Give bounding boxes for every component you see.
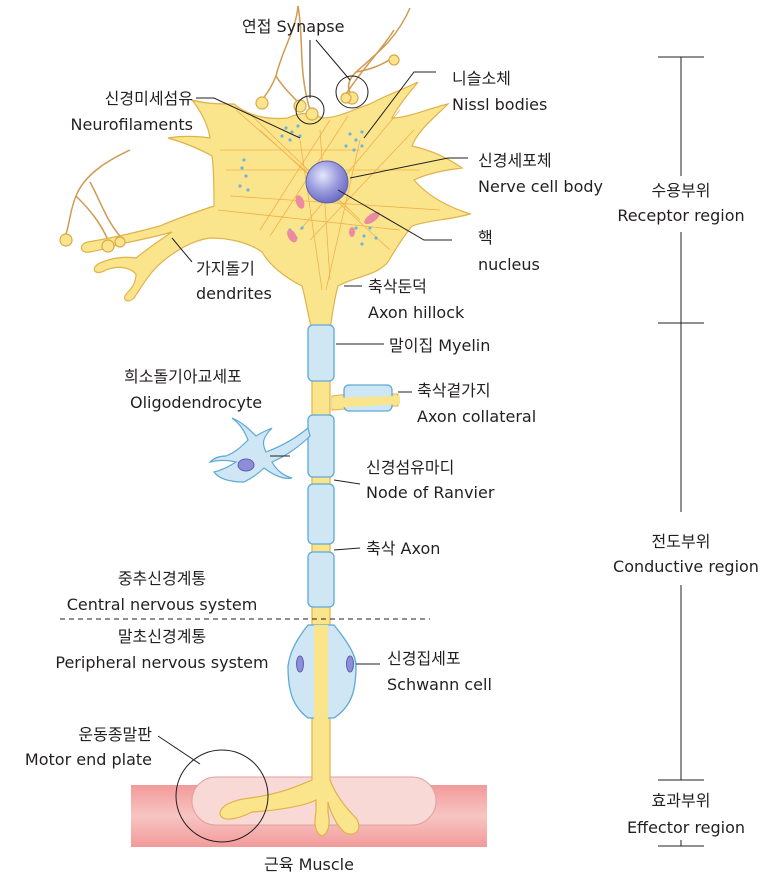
schwann-sheath [287, 624, 357, 725]
label-nucleus-ko: 핵 [478, 228, 493, 247]
label-ranvier-ko: 신경섬유마디 [366, 458, 454, 477]
region-conductive-ko: 전도부위 [652, 532, 711, 551]
oligodendrocyte [208, 417, 311, 483]
region-receptor-en: Receptor region [617, 206, 744, 225]
label-cell-body-ko: 신경세포체 [478, 151, 552, 170]
label-schwann-ko: 신경집세포 [387, 649, 461, 668]
label-pns-en: Peripheral nervous system [55, 653, 268, 672]
label-oligo-ko: 희소돌기아교세포 [124, 367, 242, 386]
label-motor-en: Motor end plate [25, 750, 152, 769]
label-neurofilaments-en: Neurofilaments [71, 115, 193, 134]
label-motor-ko: 운동종말판 [78, 725, 152, 744]
label-muscle: 근육 Muscle [264, 855, 354, 874]
neuron [80, 81, 472, 837]
axon-collateral [331, 384, 400, 412]
label-synapse: 연접 Synapse [242, 17, 344, 36]
synaptic-boutons [59, 54, 400, 253]
label-cns-ko: 중추신경계통 [118, 569, 206, 588]
label-nissl-en: Nissl bodies [452, 95, 547, 114]
label-hillock-ko: 축삭둔덕 [368, 277, 427, 296]
synaptic-fibers [65, 5, 411, 241]
label-neurofilaments-ko: 신경미세섬유 [105, 89, 193, 108]
label-cns-en: Central nervous system [67, 595, 258, 614]
label-ranvier-en: Node of Ranvier [366, 483, 495, 502]
label-nissl-ko: 니슬소체 [452, 69, 511, 88]
label-pns-ko: 말초신경계통 [118, 627, 206, 646]
label-dendrites-en: dendrites [196, 284, 272, 303]
region-scale [658, 56, 704, 847]
label-myelin: 말이집 Myelin [389, 336, 490, 355]
label-cell-body-en: Nerve cell body [478, 177, 603, 196]
label-dendrites-ko: 가지돌기 [196, 259, 255, 278]
nucleus [305, 160, 349, 204]
nissl-bodies [238, 124, 378, 246]
label-collateral-ko: 축삭곁가지 [417, 381, 491, 400]
label-hillock-en: Axon hillock [368, 303, 465, 322]
label-nucleus-en: nucleus [478, 255, 540, 274]
region-receptor-ko: 수용부위 [652, 181, 711, 200]
myelin-sheath [307, 324, 335, 608]
label-collateral-en: Axon collateral [417, 407, 536, 426]
labels: 연접 Synapse 신경미세섬유 Neurofilaments 니슬소체 Ni… [25, 17, 759, 874]
region-effector-ko: 효과부위 [652, 791, 711, 810]
leader-lines [157, 39, 468, 765]
label-axon: 축삭 Axon [366, 539, 440, 558]
organelles [287, 195, 380, 243]
label-schwann-en: Schwann cell [387, 675, 492, 694]
region-conductive-en: Conductive region [613, 557, 759, 576]
label-oligo-en: Oligodendrocyte [130, 393, 262, 412]
region-effector-en: Effector region [627, 818, 745, 837]
